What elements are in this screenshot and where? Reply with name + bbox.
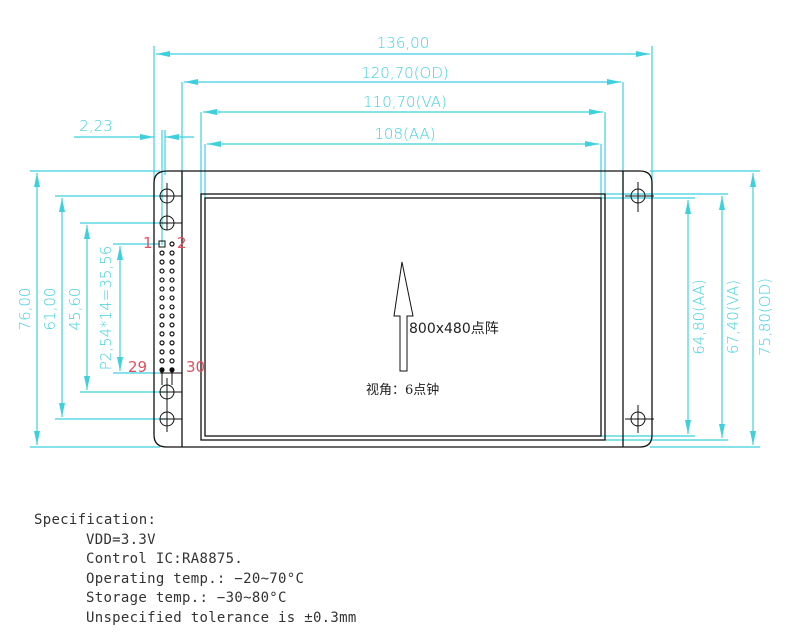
mounting-hole-icon <box>159 215 182 231</box>
mounting-hole-icon <box>159 411 182 427</box>
connector-pin <box>169 340 175 346</box>
connector-pin <box>169 277 175 283</box>
connector-pin <box>159 304 165 310</box>
connector-pin <box>169 286 175 292</box>
pin-label-1: 1 <box>143 234 153 252</box>
connector-pin <box>159 250 165 256</box>
connector-pin <box>159 349 165 355</box>
viewing-angle-label: 视角：6点钟 <box>366 383 440 398</box>
connector-pin <box>159 331 165 337</box>
spec-item: Operating temp.: −20~70°C <box>86 570 305 587</box>
connector-pin <box>169 322 175 328</box>
spec-item: VDD=3.3V <box>86 531 156 548</box>
connector-pin <box>159 277 165 283</box>
connector-pin <box>169 250 175 256</box>
dim-offset: 2,23 <box>79 117 112 135</box>
dim-overall-height: 76,00 <box>16 288 34 331</box>
connector-pin <box>159 259 165 265</box>
connector-pin <box>169 331 175 337</box>
connector-pin <box>158 240 166 248</box>
connector-pin <box>169 349 175 355</box>
mechanical-drawing: 1 2 29 30 136,00 120,70(OD) 110,70(VA) 1… <box>16 34 774 448</box>
mounting-holes <box>159 182 654 433</box>
connector-pin <box>159 340 165 346</box>
dim-overall-width: 136,00 <box>377 34 430 52</box>
connector-pin <box>159 295 165 301</box>
dim-od-width: 120,70(OD) <box>361 64 449 82</box>
viewing-direction-arrow-icon <box>393 261 414 372</box>
connector-pin <box>169 259 175 265</box>
specification-heading: Specification: <box>34 512 157 528</box>
connector-pin <box>159 367 165 373</box>
dim-hole-pitch-inner: 45,60 <box>66 288 84 331</box>
spec-item: Control IC:RA8875. <box>86 551 244 568</box>
dim-pin-pitch: P2,54*14=35,56 <box>97 246 115 371</box>
connector-pin <box>159 313 165 319</box>
dim-hole-pitch-outer: 61,00 <box>41 288 59 331</box>
connector-pin <box>169 304 175 310</box>
specification-block: Specification: VDD=3.3V Control IC:RA887… <box>34 511 357 629</box>
module-outline <box>153 170 653 448</box>
connector-pin <box>159 268 165 274</box>
dim-va-height: 67,40(VA) <box>724 280 742 354</box>
connector-pin <box>169 295 175 301</box>
pin-label-2: 2 <box>177 234 187 252</box>
connector-pins <box>158 240 175 373</box>
connector-pin <box>169 313 175 319</box>
connector-pin <box>169 358 175 364</box>
spec-item: Unspecified tolerance is ±0.3mm <box>86 609 357 626</box>
spec-item: Storage temp.: −30~80°C <box>86 590 287 607</box>
connector-pin <box>159 358 165 364</box>
pin-label-29: 29 <box>128 358 147 376</box>
dim-od-height: 75,80(OD) <box>756 278 774 356</box>
dimension-lines <box>30 46 760 448</box>
mounting-hole-icon <box>159 183 182 230</box>
dim-va-width: 110,70(VA) <box>363 93 447 111</box>
mounting-hole-icon <box>159 378 182 432</box>
pin-label-30: 30 <box>186 358 205 376</box>
dim-aa-height: 64,80(AA) <box>690 279 708 355</box>
connector-pin <box>169 241 175 247</box>
dim-aa-width: 108(AA) <box>374 125 435 143</box>
mounting-hole-icon <box>625 182 654 212</box>
connector-pin <box>159 286 165 292</box>
connector-pin <box>159 322 165 328</box>
connector-pin <box>169 367 175 373</box>
mounting-hole-icon <box>625 405 654 433</box>
resolution-label: 800x480点阵 <box>409 321 499 337</box>
connector-pin <box>169 268 175 274</box>
